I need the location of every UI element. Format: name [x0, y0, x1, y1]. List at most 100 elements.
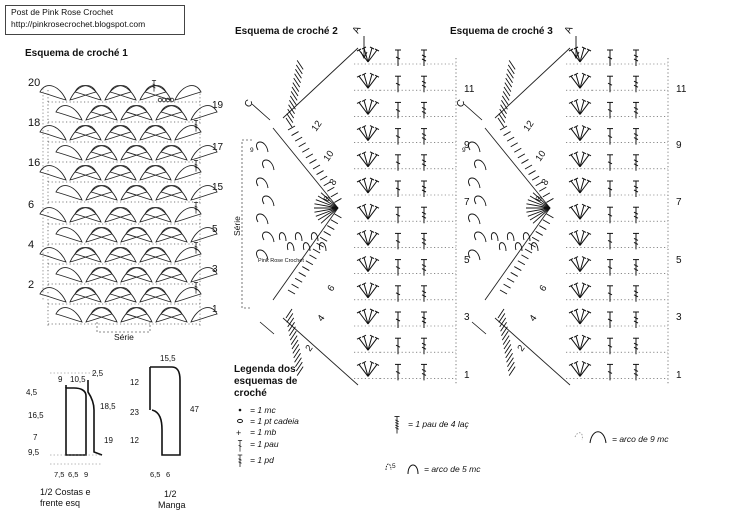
chart2-fan-stitch [356, 282, 380, 299]
chart1-petal [120, 145, 148, 161]
chart2-tall-stitch [420, 128, 428, 146]
chart3-diag-stitch [535, 181, 543, 187]
chart2-tall-stitch [394, 363, 402, 381]
chart3-diag-stitch [507, 64, 515, 75]
chart2-fan-stitch [356, 308, 380, 325]
chart1-petal [139, 125, 167, 141]
back-top-2: 10,5 [70, 375, 86, 384]
chart1-petal [125, 267, 153, 283]
chart2-marker-c: C [243, 98, 256, 109]
chart3-fan-stitch [568, 229, 592, 246]
chart2-arc [256, 141, 269, 153]
chart1-petal [74, 207, 102, 223]
chart2-diag-stitch [312, 248, 321, 254]
chart3-fan-stitch [568, 177, 592, 194]
chart2-diag-stitch [289, 330, 297, 341]
chart3-diag-number: 10 [533, 149, 548, 164]
chart2-radiating-stitch [314, 203, 339, 209]
chart2-tall-stitch [394, 206, 402, 224]
chart2-diag-stitch [291, 339, 299, 350]
chart1-petal [90, 227, 118, 243]
chart2-diag-stitch [294, 73, 301, 83]
chart2-title: Esquema de croché 2 [235, 26, 338, 37]
chart2-row-number: 9 [464, 140, 470, 151]
chart3-radiating-stitch [529, 195, 551, 209]
chart1-serie-label: Série [114, 332, 134, 342]
chart2-fan-stitch [356, 360, 380, 377]
blog-url-text[interactable]: http://pinkrosecrochet.blogspot.com [11, 19, 146, 29]
chart3-diag-stitch [503, 339, 511, 350]
back-schematic: 9 10,5 2,5 4,5 16,5 7 9,5 18,5 19 7,5 6,… [26, 369, 116, 508]
chart2-diag-number: 2 [303, 343, 315, 354]
chart1-petal [109, 247, 137, 263]
chart3-diag-stitch [517, 260, 526, 266]
chart3-diag-stitch [497, 308, 505, 319]
back-caption-2: frente esq [40, 498, 80, 508]
chart3-diag-stitch [510, 272, 518, 277]
back-left-4: 9,5 [28, 448, 40, 457]
chart3-diag-stitch [528, 242, 536, 248]
chart2-arc [256, 177, 269, 189]
chart1-petal [109, 85, 137, 101]
chart1-petal [144, 287, 172, 303]
chart2-tall-stitch [394, 232, 402, 250]
chart3-diag-stitch [510, 142, 518, 148]
chart3-fan-stitch [568, 125, 592, 142]
chart3-tall-stitch [632, 232, 640, 250]
chart1-petal [120, 185, 148, 201]
chart1-petal [55, 267, 83, 283]
chart1-petal [125, 227, 153, 243]
chart3-tall-stitch [606, 101, 614, 119]
chart2-diag-stitch [298, 272, 306, 277]
chart2-row-number: 5 [464, 255, 470, 266]
chart2-diag-stitch [287, 108, 295, 119]
chart2-diag-stitch [293, 77, 301, 88]
chart2-diag-stitch [294, 353, 301, 363]
chart2-tall-stitch [420, 206, 428, 224]
chart1-petal [74, 125, 102, 141]
chart2-arc [256, 213, 269, 225]
chart2-diag-stitch [291, 283, 299, 289]
chart2-diag-stitch [330, 192, 339, 198]
chart2-diag-stitch [296, 366, 304, 376]
chart1-petal [109, 165, 137, 181]
chart3-arrow [471, 321, 487, 335]
treble-crochet-icon [237, 454, 243, 468]
chart3-tall-stitch [606, 363, 614, 381]
chart3-arc [498, 242, 507, 252]
chart1-petal [69, 85, 97, 101]
chart2-diag-stitch [294, 136, 303, 142]
chart3-fan-stitch [568, 46, 592, 63]
chart3-diag-stitch [499, 108, 507, 119]
sleeve-schematic: 15,5 12 23 12 47 6,5 6 1/2 Manga [130, 354, 199, 510]
chart1-petal [104, 207, 132, 223]
chart1-petal [85, 145, 113, 161]
chart2-tall-stitch [420, 363, 428, 381]
chart1-petal [74, 287, 102, 303]
chart2-diag-stitch [290, 91, 298, 101]
chart1-row-label-right: 19 [212, 100, 224, 111]
chart2-fan-stitch [356, 256, 380, 273]
chart3-diag-stitch [528, 170, 536, 175]
chart3-tall-stitch [606, 285, 614, 303]
chart2-diag-stitch [295, 64, 303, 75]
chart2-tall-stitch [394, 259, 402, 277]
chart2-diag-stitch [295, 357, 302, 367]
chart1-petal [155, 267, 183, 283]
chart2-radiating-stitch [314, 207, 339, 213]
chart1-petal [85, 227, 113, 243]
chart2-tall-stitch [420, 311, 428, 329]
chart2-diag-stitch [287, 125, 296, 131]
back-left-3: 7 [33, 433, 38, 442]
chart3-diag-number: 6 [537, 283, 549, 294]
chart2-fan-stitch [356, 72, 380, 89]
chart2-diag-stitch [286, 313, 294, 323]
chart2-arc-count: 9 [250, 147, 254, 154]
chart3-tall-stitch [632, 128, 640, 146]
chart1-petal [120, 307, 148, 323]
chart1-petal [120, 105, 148, 121]
chart2-diag-stitch [319, 236, 328, 242]
chart3-marker-a: A [563, 24, 576, 35]
chart2-tall-stitch [394, 285, 402, 303]
